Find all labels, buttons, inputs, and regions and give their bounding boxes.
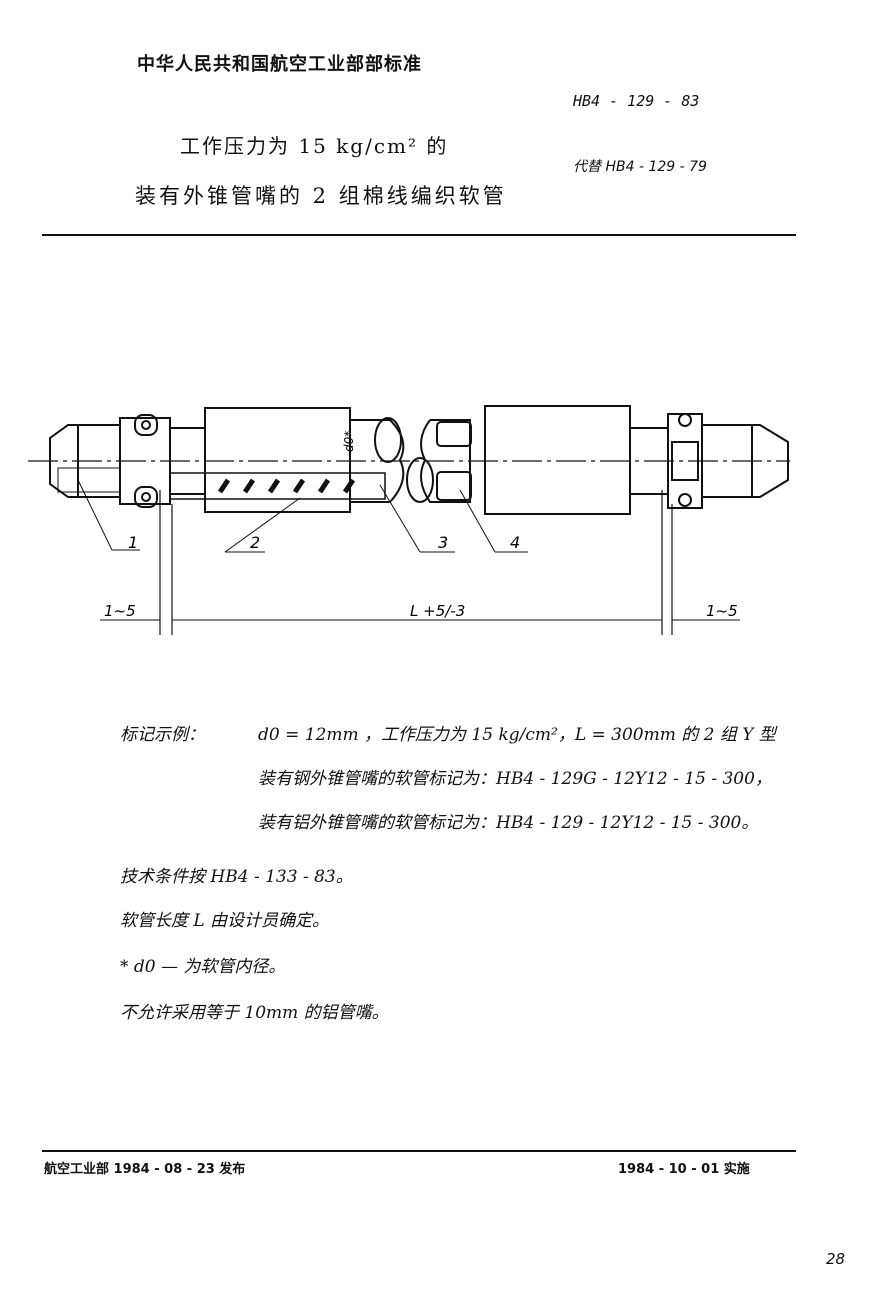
document-title-line2: 装有外锥管嘴的 2 组棉线编织软管: [135, 184, 507, 208]
footer-divider: [42, 1150, 796, 1152]
hose-length-note: 软管长度 L 由设计员确定。: [120, 911, 330, 931]
document-title-line1: 工作压力为 15 kg/cm² 的: [180, 134, 449, 158]
effective-date: 1984 - 10 - 01 实施: [618, 1162, 750, 1177]
example-line3: 装有铝外锥管嘴的软管标记为：HB4 - 129 - 12Y12 - 15 - 3…: [258, 813, 759, 833]
dim-right: 1~5: [706, 602, 738, 620]
part-label-2: 2: [250, 533, 260, 552]
standard-code: HB4 - 129 - 83: [573, 92, 700, 110]
part-label-3: 3: [438, 533, 448, 552]
example-line2: 装有钢外锥管嘴的软管标记为：HB4 - 129G - 12Y12 - 15 - …: [258, 769, 772, 789]
part-label-1: 1: [128, 533, 138, 552]
page-number: 28: [826, 1250, 846, 1268]
replaces-standard: 代替 HB4 - 129 - 79: [573, 159, 707, 175]
example-label: 标记示例：: [120, 725, 205, 745]
dim-left: 1~5: [104, 602, 136, 620]
issue-date: 航空工业部 1984 - 08 - 23 发布: [44, 1162, 246, 1177]
inner-diameter-note: * d0 — 为软管内径。: [120, 957, 286, 977]
header-divider: [42, 234, 796, 236]
d0-label: d0*: [342, 431, 356, 452]
tech-conditions-note: 技术条件按 HB4 - 133 - 83。: [120, 867, 353, 887]
aluminum-nipple-note: 不允许采用等于 10mm 的铝管嘴。: [120, 1003, 389, 1023]
dim-center: L +5/-3: [410, 602, 465, 620]
example-line1: d0 = 12mm ，工作压力为 15 kg/cm²，L = 300mm 的 2…: [258, 725, 776, 745]
hose-assembly-drawing: 1 2 3 4 d0* 1~5 L +5/-3 1~5: [28, 405, 790, 635]
part-label-4: 4: [510, 533, 520, 552]
issuing-organization: 中华人民共和国航空工业部部标准: [137, 54, 422, 75]
